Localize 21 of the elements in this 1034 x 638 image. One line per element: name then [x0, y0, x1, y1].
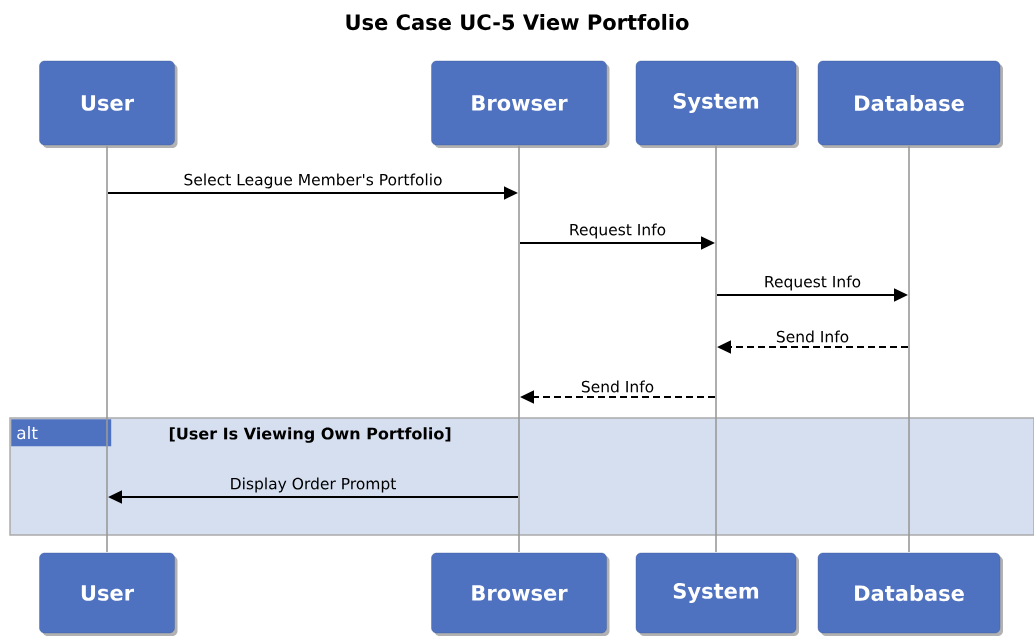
message-label: Select League Member's Portfolio — [184, 173, 442, 189]
message-label: Request Info — [765, 275, 861, 291]
message-label: Send Info — [776, 330, 849, 343]
participant-box: Browser — [431, 552, 610, 636]
participant-box: User — [39, 60, 178, 148]
participant-box: Database — [817, 552, 1003, 636]
lifeline — [518, 146, 520, 552]
participant-box: System — [635, 552, 799, 636]
participant-box: Browser — [431, 60, 610, 148]
message-label: Display Order Prompt — [231, 477, 396, 493]
lifeline — [908, 146, 910, 552]
lifeline — [106, 146, 108, 552]
title: Use Case UC-5 View Portfolio — [346, 13, 689, 31]
participant-box: Database — [817, 60, 1003, 148]
participant-box: User — [39, 552, 178, 636]
lifeline — [715, 146, 717, 552]
message-label: Request Info — [570, 223, 666, 239]
frame-tab: alt — [11, 419, 112, 447]
guard-condition: [User Is Viewing Own Portfolio] — [169, 427, 451, 443]
participant-box: System — [635, 60, 799, 148]
message-label: Send Info — [581, 380, 654, 393]
